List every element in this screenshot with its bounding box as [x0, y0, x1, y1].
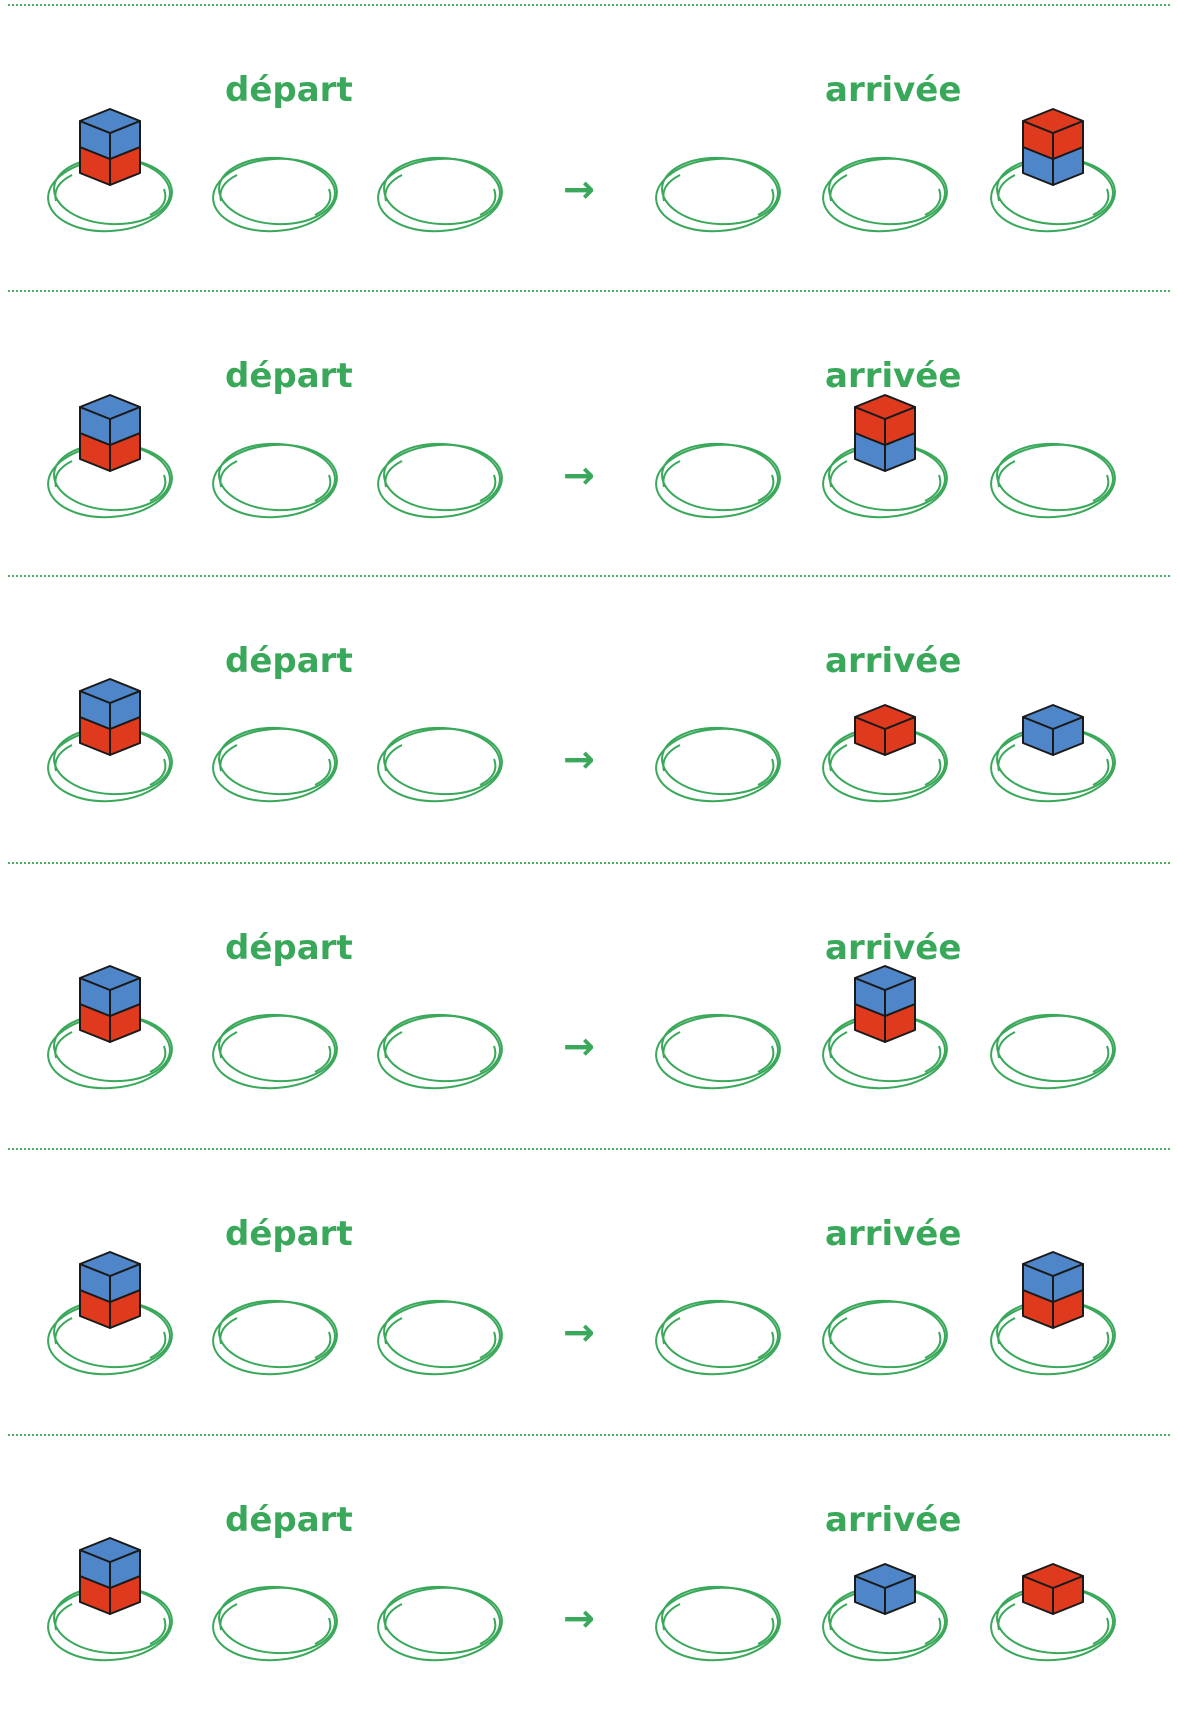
- blue-cube: [80, 395, 140, 445]
- blue-cube: [855, 1564, 915, 1614]
- start-label: départ: [225, 356, 353, 396]
- start-plate: [372, 715, 508, 811]
- row-divider: [8, 575, 1170, 577]
- end-label: arrivée: [825, 928, 961, 968]
- end-plate: [650, 431, 786, 527]
- end-plate: [985, 1002, 1121, 1098]
- right-arrow-icon: →: [563, 1598, 595, 1638]
- right-arrow-icon: →: [563, 1026, 595, 1066]
- end-label: arrivée: [825, 356, 961, 396]
- red-cube: [1023, 109, 1083, 159]
- right-arrow-icon: →: [563, 1312, 595, 1352]
- end-plate: [650, 715, 786, 811]
- end-label: arrivée: [825, 1214, 961, 1254]
- end-cube-stack: [845, 980, 925, 1070]
- red-cube: [855, 395, 915, 445]
- right-arrow-icon: →: [563, 455, 595, 495]
- start-cube-stack: [70, 123, 150, 213]
- end-cube-stack: [845, 1552, 925, 1642]
- blue-cube: [80, 109, 140, 159]
- start-label: départ: [225, 1214, 353, 1254]
- start-plate: [207, 1288, 343, 1384]
- start-cube-stack: [70, 1266, 150, 1356]
- row-divider: [8, 1148, 1170, 1150]
- end-plate: [817, 1288, 953, 1384]
- end-label: arrivée: [825, 1500, 961, 1540]
- start-plate: [372, 1002, 508, 1098]
- start-plate: [207, 431, 343, 527]
- end-plate: [985, 431, 1121, 527]
- right-arrow-icon: →: [563, 169, 595, 209]
- start-label: départ: [225, 70, 353, 110]
- blue-cube: [1023, 705, 1083, 755]
- end-plate: [650, 1288, 786, 1384]
- blue-cube: [80, 679, 140, 729]
- row-divider: [8, 862, 1170, 864]
- end-cube-stack: [845, 693, 925, 783]
- end-plate: [650, 145, 786, 241]
- start-plate: [372, 431, 508, 527]
- row-divider: [8, 290, 1170, 292]
- blue-cube: [80, 1538, 140, 1588]
- start-label: départ: [225, 1500, 353, 1540]
- end-cube-stack: [1013, 693, 1093, 783]
- start-plate: [207, 145, 343, 241]
- blue-cube: [855, 966, 915, 1016]
- start-cube-stack: [70, 409, 150, 499]
- blue-cube: [1023, 1252, 1083, 1302]
- start-cube-stack: [70, 980, 150, 1070]
- end-cube-stack: [1013, 1552, 1093, 1642]
- start-plate: [207, 1574, 343, 1670]
- blue-cube: [80, 966, 140, 1016]
- end-cube-stack: [1013, 123, 1093, 213]
- start-cube-stack: [70, 1552, 150, 1642]
- start-plate: [372, 145, 508, 241]
- start-cube-stack: [70, 693, 150, 783]
- end-plate: [650, 1002, 786, 1098]
- right-arrow-icon: →: [563, 739, 595, 779]
- start-label: départ: [225, 641, 353, 681]
- row-divider: [8, 4, 1170, 6]
- end-cube-stack: [1013, 1266, 1093, 1356]
- red-cube: [855, 705, 915, 755]
- start-plate: [372, 1574, 508, 1670]
- start-plate: [372, 1288, 508, 1384]
- end-cube-stack: [845, 409, 925, 499]
- blue-cube: [80, 1252, 140, 1302]
- end-plate: [650, 1574, 786, 1670]
- end-plate: [817, 145, 953, 241]
- start-label: départ: [225, 928, 353, 968]
- start-plate: [207, 715, 343, 811]
- end-label: arrivée: [825, 641, 961, 681]
- row-divider: [8, 1434, 1170, 1436]
- end-label: arrivée: [825, 70, 961, 110]
- start-plate: [207, 1002, 343, 1098]
- red-cube: [1023, 1564, 1083, 1614]
